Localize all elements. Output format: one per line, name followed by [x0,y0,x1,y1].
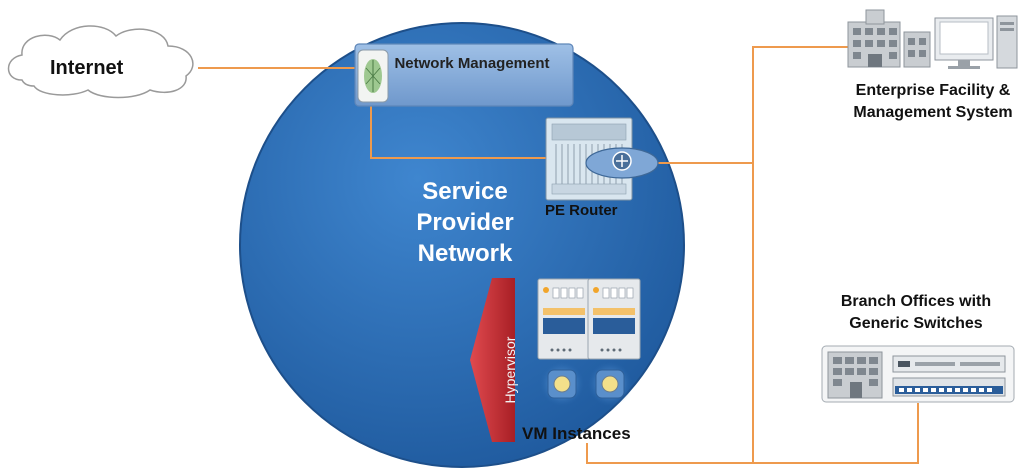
service-provider-network-label: Service Provider Network [416,178,514,267]
branch-office-box [821,345,1015,403]
vm-server-icon [537,278,641,360]
pe-router-label: PE Router [545,202,618,219]
internet-label: Internet [50,57,124,79]
hypervisor-label: Hypervisor [502,336,518,404]
line-vm-to-branch [586,403,919,464]
enterprise-facility-label: Enterprise Facility & Management System [853,82,1013,121]
building-icon [827,351,883,399]
network-management-label: Network Management [394,55,550,72]
branch-offices-label: Branch Offices with Generic Switches [840,293,992,332]
vm-instances-label: VM Instances [522,424,631,443]
line-trunk-to-enterprise [752,46,848,163]
computer-icon [934,15,1018,69]
line-nm-to-router [370,100,548,159]
vm-router-icon [540,362,632,406]
hypervisor-banner [470,278,515,442]
network-switch-icon [892,355,1006,397]
cloud-icon [7,25,194,99]
building-icon [847,9,931,68]
network-management-device-icon [357,49,389,103]
router-icon [545,117,659,201]
network-management-box [354,43,574,107]
connection-lines [198,46,919,464]
